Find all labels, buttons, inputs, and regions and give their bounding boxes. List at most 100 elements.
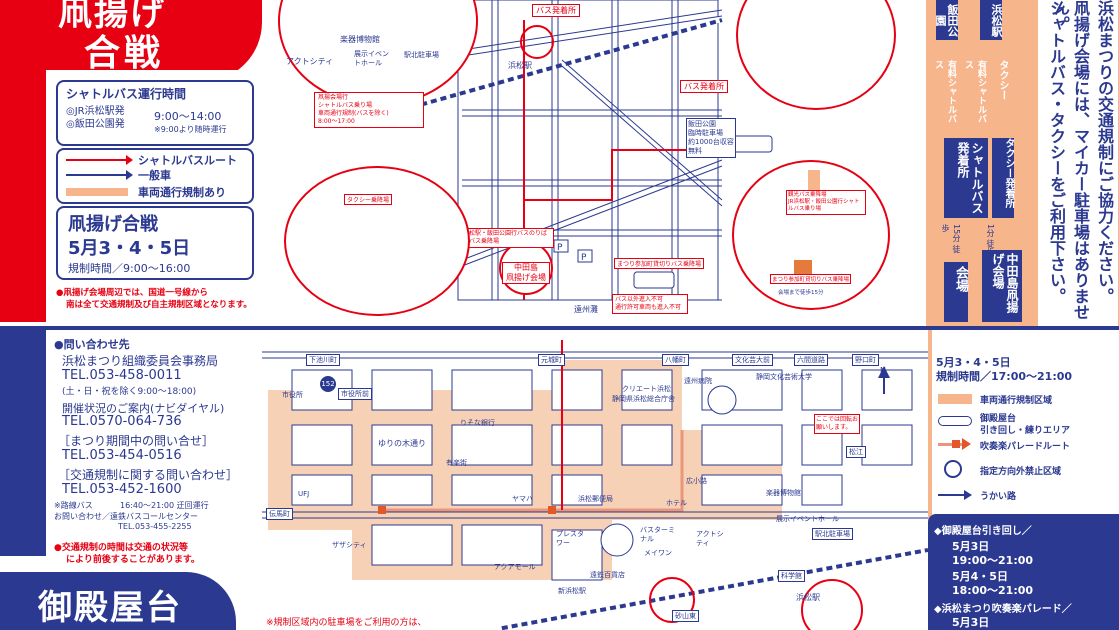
rb-legend-noentry: 指定方向外禁止区域 [980,467,1062,477]
jr-bus-note-2: 観光バス乗降場 [457,238,500,245]
shuttle-from-1: ◎JR浜松駅発 [66,106,125,117]
label-kite-venue: 凧揚げ会場 [506,273,546,282]
lbl-zazacity: ザザシティ [332,541,367,549]
bus-note-2: シャトルバス乗り場 [318,102,373,109]
label-act-city: アクトシティ [286,57,334,66]
legend-shuttle: シャトルバスルート [138,154,237,167]
schedule-date-3: 5月3日 [952,616,990,629]
lbl-plesta: プレスタワー [556,530,584,547]
rb-legend-detour: うかい路 [980,492,1017,502]
general-route-line [66,174,128,176]
route-bus-label: ※路線バス [54,501,93,510]
kite-venue-access-map: P P 楽器博物館 アクトシティ 展示イベントホール 駅北駐車場 凧揚会場行 シ… [262,0,920,326]
event-dates: 5月3・4・5日 [68,238,191,259]
left-blue-strip [0,330,46,556]
schedule-time-2: 18:00〜21:00 [952,584,1034,597]
walk-time-label: 会場まで徒歩15分 [778,290,824,296]
legend-general: 一般車 [138,169,171,182]
lbl-risona: りそな銀行 [460,419,495,427]
lbl-post: 浜松郵便局 [578,495,613,503]
rb-hours: 規制時間／17:00〜21:00 [936,370,1073,383]
banner-title: 御殿屋台 [38,588,182,628]
notice-col-2: 凧揚げ会場には、マイカー駐車場はありません。 [1051,0,1090,320]
bus-stop-label: バス発着所 [532,4,580,17]
lbl-bunka: 文化芸大前 [732,354,773,366]
lbl-nonoguchi: 野口町 [852,354,879,366]
parking-ticket-label: まつり参加町貸切りバス乗降場 [770,274,852,284]
venue-block [794,260,812,278]
bus-stop-label-2: バス発着所 [680,80,728,93]
route-bus-time: 16:40〜21:00 迂回運行 [120,501,209,510]
schedule-date-2: 5月4・5日 [952,570,1008,583]
tag-taxi-stop: タクシー発着所 [992,138,1014,218]
rb-legend-yatai-2: 引き回し・練りエリア [980,426,1071,436]
parade-arrow-icon [962,438,971,450]
shuttle-from-2: ◎飯田公園発 [66,119,125,130]
bus-only-2: 通行許可車両も進入不可 [615,304,682,311]
tag-iida: 飯田公園 [934,0,959,40]
shuttle-arrow-icon [126,155,133,165]
traffic-note-1: ●交通規制の時間は交通の状況等 [54,543,188,553]
jr-bus-note-1: JR浜松駅・飯田公園行バスのりば [457,230,547,237]
rb-detour-line [938,494,966,496]
lbl-shimoike: 下池川町 [306,354,340,366]
notice-col-1: 浜松まつりの交通規制にご協力ください。 [1095,0,1114,304]
lbl-denma: 伝馬町 [266,508,293,520]
taxi-label: タクシー乗降場 [344,194,393,205]
tourist-bus-label: 観光バス乗降場 [788,192,827,198]
nakatajima-detail-callout: 観光バス乗降場 JR浜松駅・飯田公園行シャトルバス乗り場 まつり参加町貸切りバス… [732,160,890,310]
label-museum: 楽器博物館 [340,35,380,44]
legend-restrict: 車両通行規制あり [138,186,226,199]
shuttle-route-line [66,159,128,161]
iida-parking-box: 飯田公園 臨時駐車場 約1000台収容 無料 [686,118,736,158]
rb-legend-yatai: 御殿屋台 [980,414,1017,424]
lbl-busterminal: バスターミナル [640,526,675,543]
rb-legend-restrict: 車両通行規制区域 [980,396,1053,406]
rb-parade-line [938,443,962,446]
navi-label: 開催状況のご案内(ナビダイヤル) [62,402,225,415]
traffic-note-2: により前後することがあります。 [66,555,200,565]
lbl-cityhall: 市役所 [282,391,303,399]
notice-columns: 浜松まつりの交通規制にご協力ください。 凧揚げ会場には、マイカー駐車場はありませ… [1038,0,1118,326]
bus-stop-note-box: 凧揚会場行 シャトルバス乗り場 車両通行規制(バスを除く) 8:00〜17:00 [314,92,424,128]
rb-legend-parade: 吹奏楽パレードルート [980,442,1071,452]
dest-venue: 会場 [944,262,968,322]
contact-panel: ●問い合わせ先 浜松まつり組織委員会事務局 TEL.053-458-0011 (… [0,330,262,630]
lbl-entetsu: 遠鉄百貨店 [590,571,625,579]
tag-taxi: タクシー [997,60,1008,100]
shuttle-note: ※9:00より随時運行 [154,125,227,134]
label-iida-parking-3: 無料 [688,147,702,155]
detour-arrow-icon [964,490,972,500]
north-indicator: N [880,366,886,375]
label-north-parking: 駅北駐車場 [404,51,439,59]
general-arrow-icon [126,170,133,180]
tel-3: TEL.053-454-0516 [62,448,182,463]
lbl-yamaha: ヤマハ [512,495,533,503]
tel-1: TEL.053-458-0011 [62,368,182,383]
bus-only-1: バス以外進入不可 [615,296,664,303]
lbl-rokken: 六間道路 [794,354,828,366]
lbl-yurinoki: ゆりの木通り [378,439,426,448]
schedule-box: ◆御殿屋台引き回し／ 5月3日 19:00〜21:00 5月4・5日 18:00… [928,514,1119,630]
lbl-hotel: ホテル [666,499,687,507]
lbl-akuamall: アクアモール [494,563,536,571]
tel-1-hours: (土・日・祝を除く9:00〜18:00) [62,387,197,397]
title-line-2: 合戦 [84,33,165,74]
parking-note: ※規制区域内の駐車場をご利用の方は、 [262,612,500,630]
rb-restrict-swatch [938,394,972,404]
route-bus-contact: お問い合わせ／遠鉄バスコールセンター [54,512,198,521]
lbl-shinhamamatsu: 新浜松駅 [558,587,586,595]
lbl-cityhall-car: 市役所前 [338,388,372,400]
schedule-date-1: 5月3日 [952,540,990,553]
lbl-hachiman: 八幡町 [662,354,689,366]
no-entry-icon [944,460,962,478]
org-name: 浜松まつり組織委員会事務局 [62,354,219,368]
traffic-label: ［交通規制に関する問い合わせ］ [58,468,239,482]
event-name: 凧揚げ合戦 [68,214,158,235]
svg-text:P: P [557,243,563,253]
lbl-may-one: メイワン [644,549,672,557]
event-hours: 規制時間／9:00〜16:00 [68,262,191,275]
contact-heading: ●問い合わせ先 [54,338,130,351]
bus-note-3: 車両通行規制(バスを除く) [318,110,389,117]
lbl-hamamatsu-st: 浜松駅 [796,593,820,602]
